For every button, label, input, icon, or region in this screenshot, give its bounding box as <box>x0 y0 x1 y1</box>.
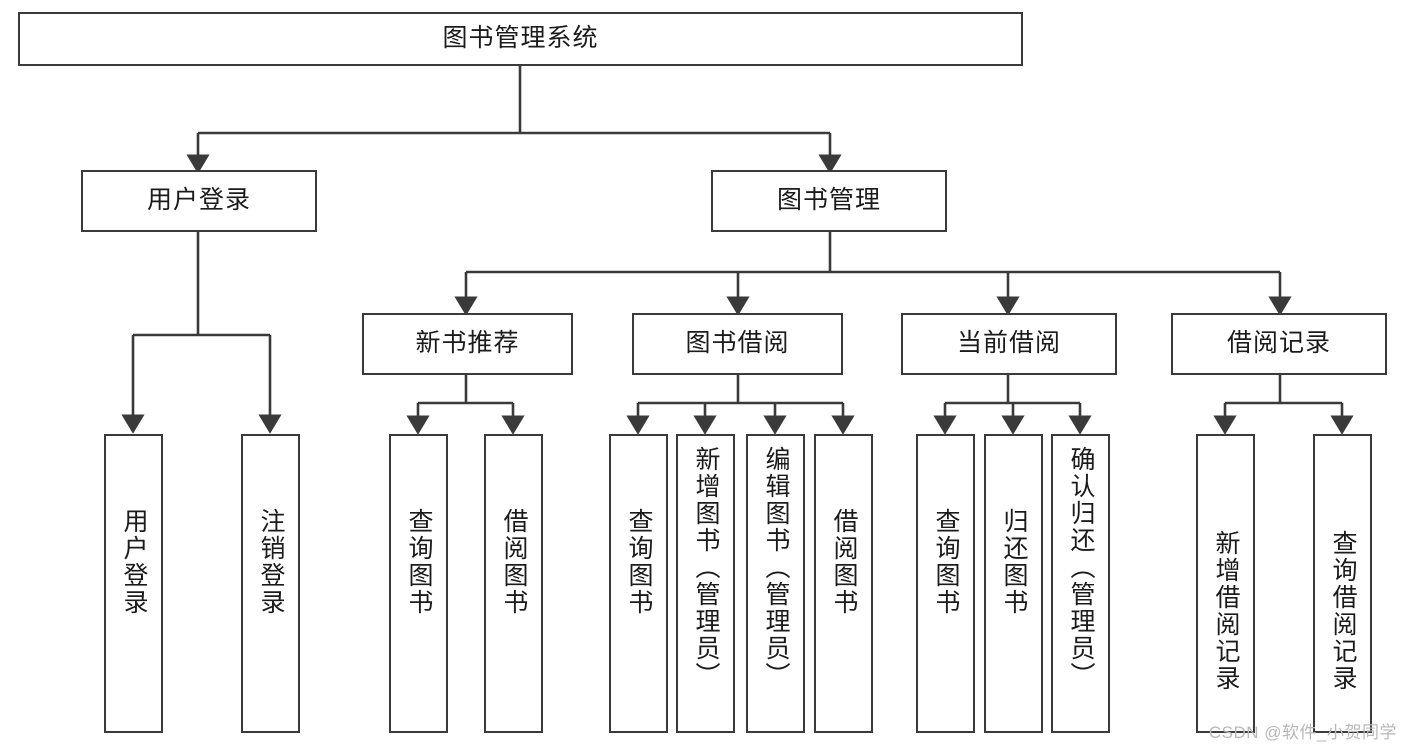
node-user-login[interactable]: 用户登录 <box>81 170 317 232</box>
node-leaf-confirm-return-label: 确认归还（管理员） <box>1067 446 1095 689</box>
node-root-label: 图书管理系统 <box>442 24 599 53</box>
csdn-watermark: CSDN @软件_小贺同学 <box>1208 723 1397 742</box>
node-user-login-label: 用户登录 <box>146 186 251 215</box>
node-leaf-borrow-book-1[interactable]: 借阅图书 <box>484 434 543 733</box>
node-leaf-edit-book[interactable]: 编辑图书（管理员） <box>746 434 805 733</box>
node-leaf-query-record-label: 查询借阅记录 <box>1329 530 1357 692</box>
node-leaf-borrow-book-2-label: 借阅图书 <box>830 508 858 616</box>
node-leaf-return-book-label: 归还图书 <box>1000 508 1028 616</box>
node-root[interactable]: 图书管理系统 <box>18 12 1023 66</box>
node-current-borrow[interactable]: 当前借阅 <box>901 313 1117 375</box>
node-borrow-record-label: 借阅记录 <box>1226 329 1331 358</box>
node-leaf-add-record-label: 新增借阅记录 <box>1212 530 1240 692</box>
node-book-borrow[interactable]: 图书借阅 <box>632 313 843 375</box>
node-leaf-query-book-2-label: 查询图书 <box>625 508 653 616</box>
node-leaf-borrow-book-1-label: 借阅图书 <box>500 508 528 616</box>
node-leaf-query-book-3-label: 查询图书 <box>932 508 960 616</box>
node-book-manage[interactable]: 图书管理 <box>711 170 947 232</box>
node-leaf-confirm-return[interactable]: 确认归还（管理员） <box>1051 434 1110 733</box>
node-leaf-add-book-label: 新增图书（管理员） <box>692 446 720 689</box>
node-leaf-edit-book-label: 编辑图书（管理员） <box>762 446 790 689</box>
node-leaf-query-book-2[interactable]: 查询图书 <box>609 434 668 733</box>
node-borrow-record[interactable]: 借阅记录 <box>1171 313 1387 375</box>
node-leaf-return-book[interactable]: 归还图书 <box>984 434 1043 733</box>
node-new-book-rec-label: 新书推荐 <box>415 329 520 358</box>
node-leaf-add-book[interactable]: 新增图书（管理员） <box>676 434 735 733</box>
node-new-book-rec[interactable]: 新书推荐 <box>362 313 573 375</box>
node-book-borrow-label: 图书借阅 <box>685 329 790 358</box>
node-leaf-borrow-book-2[interactable]: 借阅图书 <box>814 434 873 733</box>
node-leaf-add-record[interactable]: 新增借阅记录 <box>1196 434 1255 733</box>
node-leaf-logout-label: 注销登录 <box>257 508 285 616</box>
node-leaf-logout[interactable]: 注销登录 <box>241 434 300 733</box>
node-current-borrow-label: 当前借阅 <box>956 329 1061 358</box>
node-book-manage-label: 图书管理 <box>776 186 881 215</box>
node-leaf-user-login-label: 用户登录 <box>120 508 148 616</box>
node-leaf-query-book-1[interactable]: 查询图书 <box>389 434 448 733</box>
node-leaf-user-login[interactable]: 用户登录 <box>104 434 163 733</box>
node-leaf-query-book-3[interactable]: 查询图书 <box>916 434 975 733</box>
node-leaf-query-book-1-label: 查询图书 <box>405 508 433 616</box>
node-leaf-query-record[interactable]: 查询借阅记录 <box>1313 434 1372 733</box>
